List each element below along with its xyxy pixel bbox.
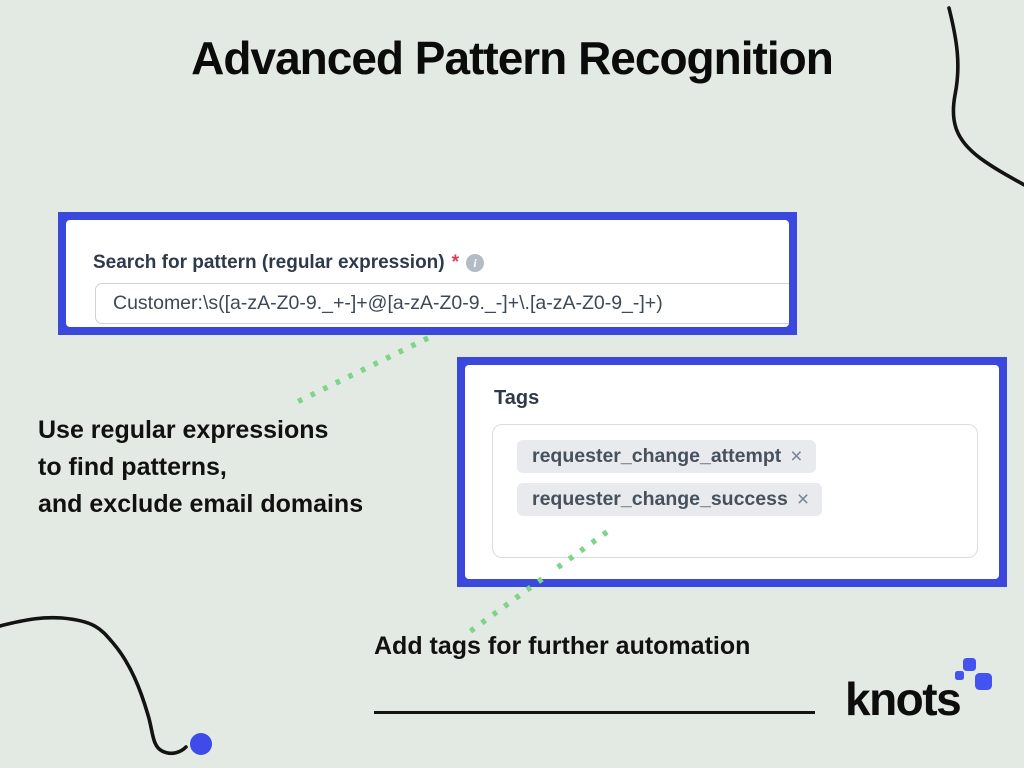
- tags-input-box[interactable]: requester_change_attempt × requester_cha…: [492, 424, 978, 558]
- callout-regex-line1: Use regular expressions: [38, 416, 329, 444]
- connector-dotted-line-tags-lower: [466, 576, 544, 636]
- tags-card: Tags requester_change_attempt × requeste…: [457, 357, 1007, 587]
- tag-remove-icon[interactable]: ×: [796, 488, 810, 511]
- knots-logo: knots: [845, 658, 992, 722]
- footer-underline: [374, 711, 815, 714]
- knots-logo-text: knots: [845, 673, 962, 725]
- logo-square-small-icon: [955, 671, 964, 680]
- pattern-field-label-row: Search for pattern (regular expression) …: [93, 252, 485, 274]
- logo-square-big-icon: [975, 673, 992, 690]
- tag-chip-requester-change-success: requester_change_success ×: [517, 483, 823, 516]
- pattern-field-label: Search for pattern (regular expression): [93, 252, 445, 273]
- tags-field-label: Tags: [494, 387, 540, 409]
- tags-panel: Tags requester_change_attempt × requeste…: [465, 365, 999, 579]
- pattern-search-card: Search for pattern (regular expression) …: [58, 212, 797, 335]
- connector-dotted-line-pattern: [295, 335, 430, 405]
- bottom-left-curve-line: [0, 615, 188, 756]
- required-asterisk: *: [451, 252, 460, 273]
- tag-chip-requester-change-attempt: requester_change_attempt ×: [517, 440, 816, 473]
- pattern-search-panel: Search for pattern (regular expression) …: [66, 220, 789, 327]
- callout-regex-line2: to find patterns,: [38, 453, 227, 481]
- callout-regex: Use regular expressions to find patterns…: [38, 412, 363, 523]
- logo-square-mid-icon: [963, 658, 976, 671]
- tag-chip-label: requester_change_attempt: [532, 445, 782, 467]
- blue-dot-decoration: [190, 733, 212, 755]
- tag-remove-icon[interactable]: ×: [790, 445, 803, 468]
- page-title: Advanced Pattern Recognition: [191, 32, 834, 84]
- callout-regex-line3: and exclude email domains: [38, 490, 364, 518]
- info-icon[interactable]: i: [466, 254, 485, 272]
- callout-tags: Add tags for further automation: [374, 632, 751, 660]
- regex-pattern-input[interactable]: [95, 283, 789, 324]
- tag-chip-label: requester_change_success: [532, 488, 788, 510]
